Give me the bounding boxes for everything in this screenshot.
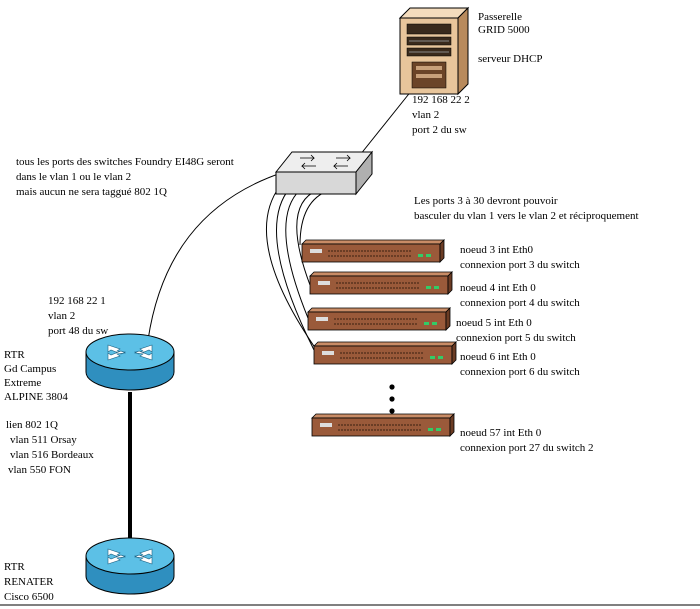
node-label-line: connexion port 6 du switch <box>460 366 580 378</box>
router1-label-line: Gd Campus <box>4 363 56 375</box>
ellipsis-dots <box>389 384 395 414</box>
switch-note-line: tous les ports des switches Foundry EI48… <box>16 156 234 168</box>
node-label-line: noeud 57 int Eth 0 <box>460 427 542 439</box>
server-label-line: GRID 5000 <box>478 24 530 36</box>
switch-note-line: dans le vlan 1 ou le vlan 2 <box>16 171 131 183</box>
server-label-line: serveur DHCP <box>478 53 542 65</box>
trunk-label-line: vlan 516 Bordeaux <box>10 449 94 461</box>
router-link-line: 192 168 22 1 <box>48 295 106 307</box>
switch-icon <box>274 150 374 196</box>
wire-switch-node3 <box>299 189 331 246</box>
ports-note-line: Les ports 3 à 30 devront pouvoir <box>414 195 558 207</box>
node-label-line: noeud 6 int Eth 0 <box>460 351 536 363</box>
wire-switch-node6 <box>276 187 315 351</box>
server-label-line: Passerelle <box>478 11 522 23</box>
server-addr-line: vlan 2 <box>412 109 439 121</box>
node-unit-6 <box>313 341 457 365</box>
node-label-line: noeud 3 int Eth0 <box>460 244 534 256</box>
router1-label-line: ALPINE 3804 <box>4 391 68 403</box>
switch-note-line: mais aucun ne sera taggué 802 1Q <box>16 186 167 198</box>
server-addr-line: port 2 du sw <box>412 124 467 136</box>
node-unit-57 <box>311 413 455 437</box>
wire-switch-router <box>147 171 285 341</box>
server-icon <box>398 6 470 96</box>
router-link-line: port 48 du sw <box>48 325 108 337</box>
node-label-line: connexion port 3 du switch <box>460 259 580 271</box>
trunk-label-line: vlan 550 FON <box>8 464 71 476</box>
router2-label-line: RENATER <box>4 576 54 588</box>
router-link-line: vlan 2 <box>48 310 75 322</box>
router-icon <box>85 537 175 595</box>
wire-switch-node6-b <box>265 185 319 353</box>
server-addr-line: 192 168 22 2 <box>412 94 470 106</box>
node-unit-5 <box>307 307 451 331</box>
router2-label-line: Cisco 6500 <box>4 591 54 603</box>
router2-label-line: RTR <box>4 561 25 573</box>
router1-label-line: Extreme <box>4 377 41 389</box>
trunk-label-line: vlan 511 Orsay <box>10 434 77 446</box>
node-label-line: connexion port 5 du switch <box>456 332 576 344</box>
node-label-line: connexion port 27 du switch 2 <box>460 442 594 454</box>
router-icon <box>85 333 175 391</box>
node-unit-4 <box>309 271 453 295</box>
node-label-line: noeud 4 int Eth 0 <box>460 282 536 294</box>
router1-label-line: RTR <box>4 349 25 361</box>
wire-switch-node5 <box>285 189 309 319</box>
node-unit-3 <box>301 239 445 263</box>
ports-note-line: basculer du vlan 1 vers le vlan 2 et réc… <box>414 210 639 222</box>
node-label-line: noeud 5 int Eth 0 <box>456 317 532 329</box>
node-label-line: connexion port 4 du switch <box>460 297 580 309</box>
trunk-label-line: lien 802 1Q <box>6 419 58 431</box>
